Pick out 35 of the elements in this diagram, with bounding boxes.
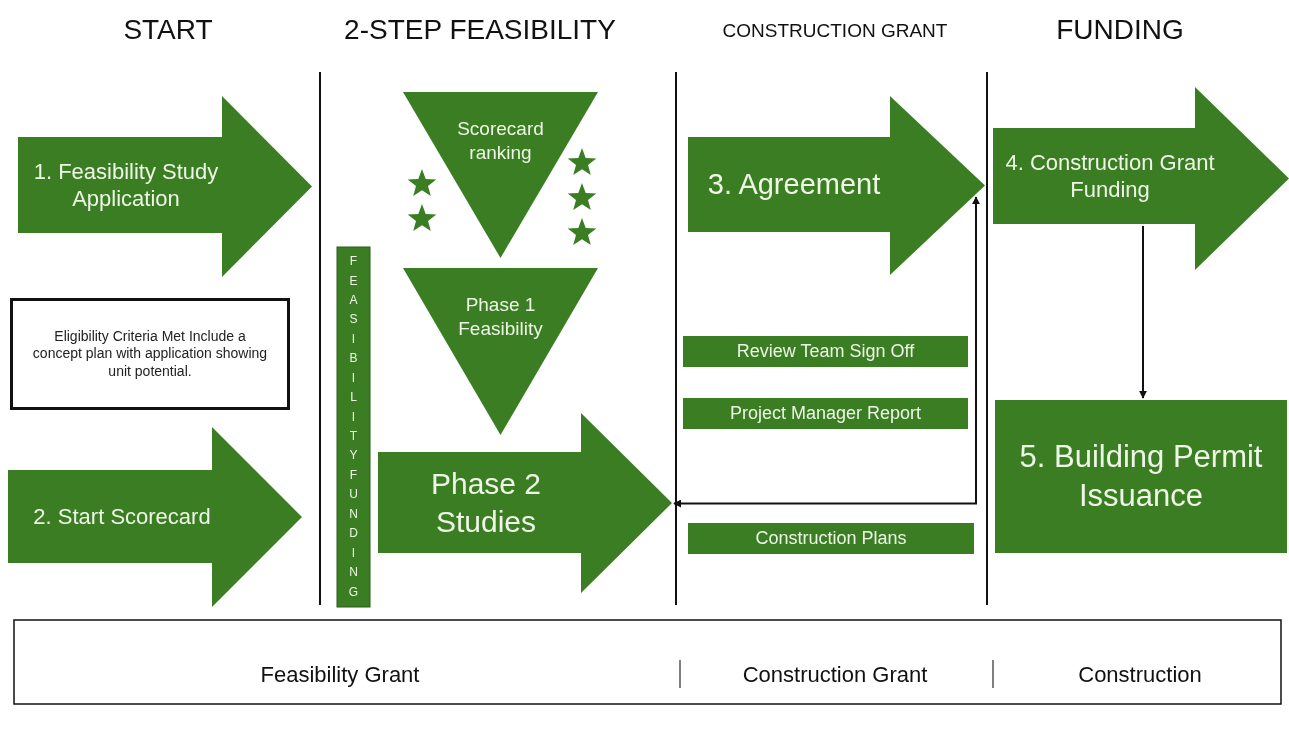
node-text: 1. Feasibility Study Application xyxy=(32,157,220,213)
triangle-shape xyxy=(403,268,598,435)
arrow-shape xyxy=(378,413,672,593)
connector-arrow xyxy=(673,196,980,508)
triangle-shape xyxy=(403,92,598,258)
process-box xyxy=(688,523,974,554)
connector-arrow xyxy=(1139,225,1147,399)
phase-label: Construction Grant xyxy=(742,662,928,688)
process-box xyxy=(683,398,968,429)
column-heading: CONSTRUCTION GRANT xyxy=(722,20,948,42)
node-text: Eligibility Criteria Met Include a concept plan with application showing unit potential. xyxy=(32,327,268,381)
arrow-shape xyxy=(993,87,1289,270)
arrow-shape xyxy=(8,427,302,607)
vertical-text: FEASIBILITYFUNDING xyxy=(348,253,359,601)
column-heading: FUNDING xyxy=(1056,14,1184,46)
column-heading: 2-STEP FEASIBILITY xyxy=(344,14,616,46)
node-text: Scorecard ranking xyxy=(456,117,545,165)
node-text: Phase 1 Feasibility xyxy=(457,293,544,341)
note-box xyxy=(10,298,290,410)
node-text: 4. Construction Grant Funding xyxy=(1004,148,1216,204)
column-heading: START xyxy=(123,14,213,46)
arrow-shape xyxy=(18,96,312,277)
phase-label: Feasibility Grant xyxy=(260,662,420,688)
node-text: Project Manager Report xyxy=(729,402,922,425)
arrow-shape xyxy=(688,96,985,275)
node-text: 3. Agreement xyxy=(707,167,881,203)
node-text: 5. Building Permit Issuance xyxy=(1018,437,1264,515)
vertical-bar xyxy=(337,247,370,607)
node-text: Phase 2 Studies xyxy=(429,466,543,540)
process-box xyxy=(683,336,968,367)
node-text: Review Team Sign Off xyxy=(736,340,915,363)
node-text: 2. Start Scorecard xyxy=(33,502,211,531)
phase-label: Construction xyxy=(1078,662,1202,688)
node-text: Construction Plans xyxy=(755,527,907,550)
process-box xyxy=(995,400,1287,553)
